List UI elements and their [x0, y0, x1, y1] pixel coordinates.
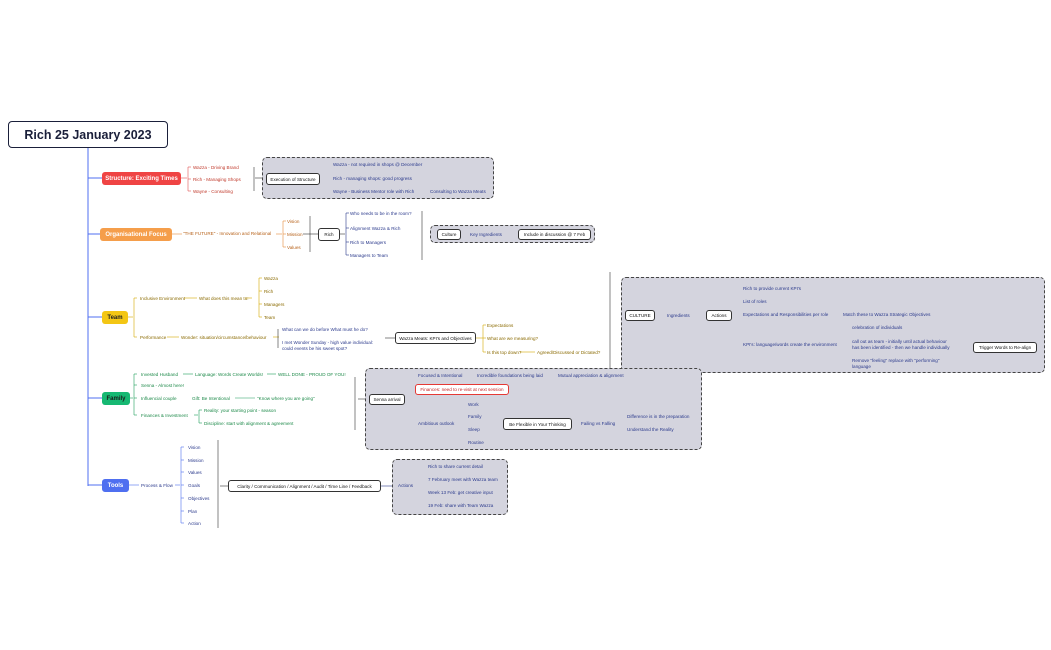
- senna-group: [365, 368, 702, 450]
- tools-item[interactable]: Plan: [188, 509, 198, 514]
- team-question[interactable]: could events be his sweet spot?: [282, 346, 348, 351]
- ingredients-text[interactable]: Ingredients: [667, 313, 690, 318]
- rich-box[interactable]: Rich: [318, 228, 340, 241]
- tools-item[interactable]: Vision: [188, 445, 201, 450]
- expectation-item[interactable]: Is this top down?: [487, 350, 522, 355]
- structure-item[interactable]: Wayne - Consulting: [193, 189, 233, 194]
- finances-revisit-box[interactable]: Finances: need to re-visit at next sessi…: [415, 384, 509, 395]
- well-done-text[interactable]: WELL DONE - PROUD OF YOU!: [278, 372, 346, 377]
- performance-text[interactable]: Performance: [140, 335, 167, 340]
- match-text[interactable]: Match these to Wazza Strategic Objective…: [843, 312, 931, 317]
- area-item[interactable]: Routine: [468, 440, 484, 445]
- kpi-sub-item[interactable]: celebration of individuals: [852, 325, 903, 330]
- family-item[interactable]: Finances & Investment: [141, 413, 188, 418]
- branch-team[interactable]: Team: [102, 311, 128, 324]
- what-does-this-mean[interactable]: What does this mean to:: [199, 296, 249, 301]
- discipline-text[interactable]: Discipline: start with alignment & agree…: [204, 421, 294, 426]
- kpi-objectives-box[interactable]: Wazza Meats: KPI's and Objectives: [395, 332, 476, 344]
- culture-panel-box[interactable]: CULTURE: [625, 310, 655, 321]
- structure-item[interactable]: Rich - Managing Shops: [193, 177, 241, 182]
- agreed-text[interactable]: Agreed/Discussed or Dictated?: [537, 350, 601, 355]
- family-item[interactable]: Invested Husband: [141, 372, 179, 377]
- family-item[interactable]: Senna - Almost here!: [141, 383, 184, 388]
- branch-structure[interactable]: Structure: Exciting Times: [102, 172, 181, 185]
- clarity-box[interactable]: Clarity / Communication / Alignment / Au…: [228, 480, 381, 492]
- area-item[interactable]: Sleep: [468, 427, 480, 432]
- tools-action-item[interactable]: 7 February meet with Wazza team: [428, 477, 498, 482]
- senna-arrival-box[interactable]: Senna arrival: [369, 394, 405, 405]
- tools-action-item[interactable]: Rich to share current detail: [428, 464, 483, 469]
- expectation-item[interactable]: What are we measuring?: [487, 336, 539, 341]
- kpi-sub-item[interactable]: call out as team - initially until actua…: [852, 339, 947, 344]
- culture-panel-group: [621, 277, 1045, 373]
- focus-question[interactable]: Managers to Team: [350, 253, 388, 258]
- tools-action-item[interactable]: 19 Feb: share with Team Wazza: [428, 503, 494, 508]
- failing-text[interactable]: Failing vs Falling: [581, 421, 616, 426]
- expectation-item[interactable]: Expectations: [487, 323, 514, 328]
- difference-text[interactable]: Difference is in the preparation: [627, 414, 690, 419]
- understand-text[interactable]: Understand the Reality: [627, 427, 674, 432]
- root-title[interactable]: Rich 25 January 2023: [8, 121, 168, 148]
- tools-action-item[interactable]: Week 13 Feb: get creative input: [428, 490, 493, 495]
- branch-tools[interactable]: Tools: [102, 479, 129, 492]
- branch-family[interactable]: Family: [102, 392, 130, 405]
- team-role[interactable]: Rich: [264, 289, 274, 294]
- tools-actions-group: [392, 459, 508, 515]
- key-ingredients-text[interactable]: Key Ingredients: [470, 232, 502, 237]
- include-discussion-box[interactable]: Include in discussion @ 7 Feb: [518, 229, 591, 240]
- tools-item[interactable]: Values: [188, 470, 202, 475]
- area-item[interactable]: Work: [468, 402, 479, 407]
- culture-action-item[interactable]: KPI's: language/words create the environ…: [743, 342, 837, 347]
- tools-item[interactable]: Objectives: [188, 496, 210, 501]
- reality-text[interactable]: Reality: your starting point - season: [204, 408, 277, 413]
- area-item[interactable]: Family: [468, 414, 482, 419]
- focus-question[interactable]: Who needs to be in the room?: [350, 211, 412, 216]
- culture-action-item[interactable]: Rich to provide current KPI's: [743, 286, 802, 291]
- be-flexible-box[interactable]: Be Flexible in Your Thinking: [503, 418, 572, 430]
- inclusive-environment[interactable]: Inclusive Environment: [140, 296, 185, 301]
- structure-item[interactable]: Wazza - Driving Brand: [193, 165, 239, 170]
- vmv-item[interactable]: Values: [287, 245, 301, 250]
- team-role[interactable]: Managers: [264, 302, 285, 307]
- team-role[interactable]: Wazza: [264, 276, 278, 281]
- culture-box[interactable]: Culture: [437, 229, 461, 240]
- ambitious-text[interactable]: Ambitious outlook: [418, 421, 455, 426]
- trigger-words-box[interactable]: Trigger Words to Re-align: [973, 342, 1037, 353]
- mutual-text[interactable]: Mutual appreciation & alignment: [558, 373, 624, 378]
- vmv-item[interactable]: Mission: [287, 232, 303, 237]
- know-text[interactable]: "Know where you are going": [257, 396, 315, 401]
- actions-box[interactable]: Actions: [706, 310, 732, 321]
- focus-question[interactable]: Alignment Wazza & Rich: [350, 226, 401, 231]
- tools-actions-text[interactable]: Actions: [398, 483, 414, 488]
- team-question[interactable]: I met Wonder Sunday - high value individ…: [282, 340, 374, 345]
- focused-text[interactable]: Focused & Intentional: [418, 373, 463, 378]
- kpi-sub-item[interactable]: language: [852, 364, 871, 369]
- culture-action-item[interactable]: Expectations and Responsibilities per ro…: [743, 312, 829, 317]
- wonder-text[interactable]: Wonder: situation/circumstance/behaviour: [181, 335, 267, 340]
- consulting-text[interactable]: Consulting to Wazza Meats: [430, 189, 486, 194]
- tools-item[interactable]: Mission: [188, 458, 204, 463]
- branch-organisational-focus[interactable]: Organisational Focus: [100, 228, 172, 241]
- tools-item[interactable]: Goals: [188, 483, 201, 488]
- family-item[interactable]: Influencial couple: [141, 396, 177, 401]
- future-text[interactable]: "THE FUTURE" - Innovation and Relational: [183, 231, 272, 236]
- structure-detail[interactable]: Wayne - Business Mentor role with Rich: [333, 189, 415, 194]
- language-text[interactable]: Language: Words Create Worlds!: [195, 372, 264, 377]
- gift-text[interactable]: Gift: Be Intentional: [192, 396, 230, 401]
- tools-item[interactable]: Action: [188, 521, 201, 526]
- execution-of-structure-box[interactable]: Execution of Structure: [266, 173, 320, 185]
- foundations-text[interactable]: Incredible foundations being laid: [477, 373, 543, 378]
- kpi-sub-item[interactable]: has been identified - then we handle ind…: [852, 345, 950, 350]
- structure-detail[interactable]: Wazza - not required in shops @ December: [333, 162, 423, 167]
- structure-detail[interactable]: Rich - managing shops: good progress: [333, 176, 412, 181]
- culture-action-item[interactable]: List of roles: [743, 299, 767, 304]
- team-question[interactable]: What can we do before What must he do?: [282, 327, 368, 332]
- kpi-sub-item[interactable]: Remove "feeling" replace with "performin…: [852, 358, 940, 363]
- focus-question[interactable]: Rich to Managers: [350, 240, 387, 245]
- process-flow-text[interactable]: Process & Flow: [141, 483, 173, 488]
- team-role[interactable]: Team: [264, 315, 276, 320]
- vmv-item[interactable]: Vision: [287, 219, 300, 224]
